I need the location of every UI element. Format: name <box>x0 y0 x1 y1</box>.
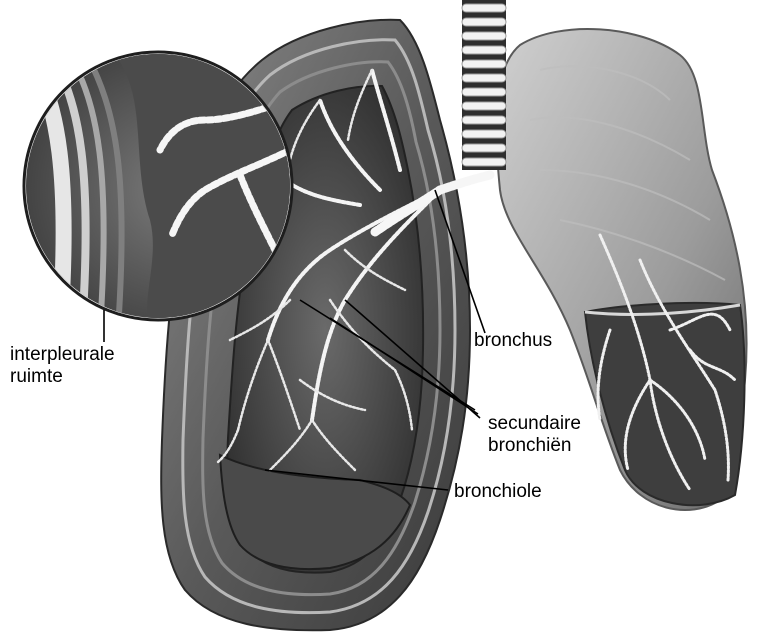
bronchus-label: bronchus <box>474 330 552 351</box>
trachea <box>462 0 506 170</box>
interpleural-label-line1: interpleurale <box>10 344 115 365</box>
secondary-bronchi-label-line2: bronchiën <box>488 435 571 456</box>
bronchiole-label: bronchiole <box>454 481 542 502</box>
interpleural-label-line2: ruimte <box>10 366 63 387</box>
secondary-bronchi-label-line1: secundaire <box>488 413 581 434</box>
